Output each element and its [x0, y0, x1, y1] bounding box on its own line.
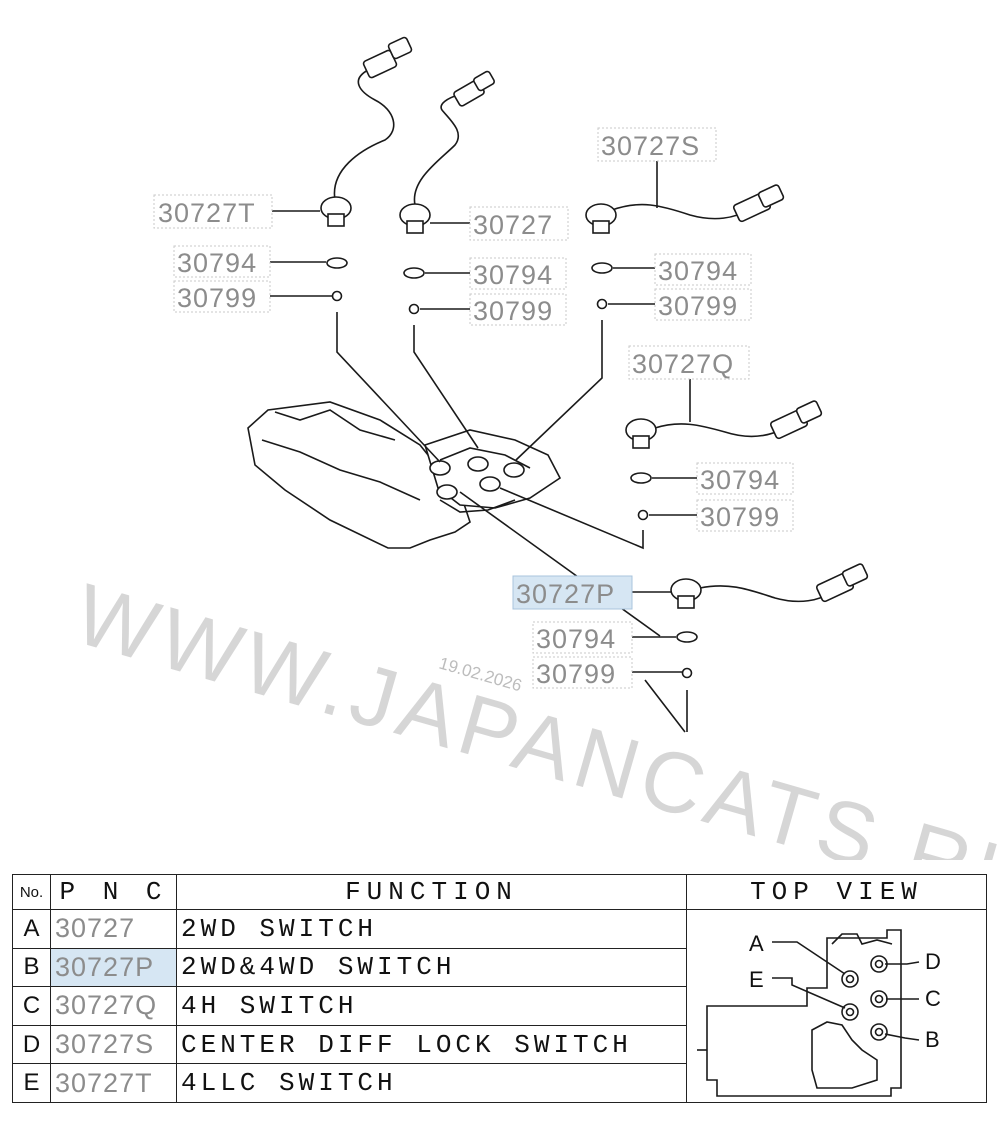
callout-30794-2[interactable]: 30794	[469, 257, 567, 290]
callout-label: 30794	[658, 256, 738, 286]
callout-30727P[interactable]: 30727P	[512, 575, 633, 610]
header-no: No.	[12, 874, 51, 910]
callout-30727S[interactable]: 30727S	[597, 127, 717, 162]
row-no: A	[12, 909, 51, 949]
row-pnc-link[interactable]: 30727T	[50, 1063, 177, 1103]
callout-30794-5[interactable]: 30794	[532, 621, 633, 654]
transfer-case-housing	[247, 401, 562, 549]
table-header-row: No. P N C FUNCTION TOP VIEW	[12, 874, 987, 910]
installation-lines	[336, 312, 688, 733]
parts-diagram: 30727T 30794 30799 30727 30794 30799 307…	[65, 36, 1000, 860]
header-function: FUNCTION	[176, 874, 687, 910]
callout-label: 30794	[177, 248, 257, 278]
table-row: C 30727Q 4H SWITCH	[12, 986, 987, 1026]
top-view-cell: A E D C B	[686, 909, 987, 1103]
row-no: E	[12, 1063, 51, 1103]
row-pnc-link[interactable]: 30727P	[50, 947, 177, 988]
row-function: 2WD SWITCH	[176, 909, 687, 949]
watermark-text: WWW.JAPANCATS.RU	[65, 566, 1000, 860]
callout-label: 30727S	[601, 131, 700, 161]
callout-label: 30799	[177, 283, 257, 313]
callout-label: 30794	[536, 624, 616, 654]
row-function: 4H SWITCH	[176, 986, 687, 1026]
top-view-label-b: B	[925, 1027, 940, 1052]
switch-30727T	[320, 36, 413, 227]
callout-label: 30727	[473, 210, 553, 240]
callout-label: 30794	[473, 260, 553, 290]
callout-label: 30799	[658, 291, 738, 321]
callout-label: 30799	[473, 296, 553, 326]
table-row: D 30727S CENTER DIFF LOCK SWITCH	[12, 1024, 987, 1065]
switch-30727P	[670, 563, 869, 609]
callout-label: 30727Q	[632, 349, 734, 379]
switch-legend-table: No. P N C FUNCTION TOP VIEW A 30727 2WD …	[12, 874, 987, 1103]
table-row: A 30727 2WD SWITCH A E D	[12, 909, 987, 1103]
callout-30727T[interactable]: 30727T	[153, 194, 273, 229]
callout-30799-1[interactable]: 30799	[173, 280, 271, 313]
row-no: B	[12, 947, 51, 988]
header-pnc: P N C	[50, 874, 177, 910]
callout-30799-2[interactable]: 30799	[469, 293, 567, 326]
callout-label: 30799	[700, 502, 780, 532]
table-row: E 30727T 4LLC SWITCH	[12, 1063, 987, 1103]
row-pnc-link[interactable]: 30727	[50, 909, 177, 949]
callout-label: 30727T	[158, 198, 256, 228]
row-no: D	[12, 1024, 51, 1065]
top-view-label-c: C	[925, 986, 941, 1011]
callout-30727Q[interactable]: 30727Q	[628, 345, 750, 380]
callout-30794-4[interactable]: 30794	[696, 462, 794, 495]
row-pnc-link[interactable]: 30727S	[50, 1024, 177, 1065]
steel-balls	[331, 290, 693, 679]
switch-30727	[399, 70, 495, 234]
row-function: 4LLC SWITCH	[176, 1063, 687, 1103]
callout-30799-3[interactable]: 30799	[654, 288, 752, 321]
leader-lines	[270, 160, 697, 673]
switch-30727S	[585, 184, 785, 234]
top-view-diagram: A E D C B	[697, 929, 941, 1097]
o-rings	[326, 257, 698, 643]
switch-30727Q	[625, 400, 823, 449]
row-function: CENTER DIFF LOCK SWITCH	[176, 1024, 687, 1065]
row-no: C	[12, 986, 51, 1026]
callout-30794-1[interactable]: 30794	[173, 245, 271, 278]
row-function: 2WD&4WD SWITCH	[176, 947, 687, 988]
callout-label: 30727P	[516, 579, 615, 609]
row-pnc-link[interactable]: 30727Q	[50, 986, 177, 1026]
callout-30799-4[interactable]: 30799	[696, 499, 794, 532]
header-top-view: TOP VIEW	[686, 874, 987, 910]
callout-30794-3[interactable]: 30794	[654, 253, 752, 286]
table-row: B 30727P 2WD&4WD SWITCH	[12, 947, 987, 988]
callout-30727[interactable]: 30727	[469, 206, 569, 241]
top-view-label-a: A	[749, 931, 764, 956]
callout-label: 30799	[536, 659, 616, 689]
callout-30799-5[interactable]: 30799	[532, 656, 633, 689]
top-view-label-d: D	[925, 949, 941, 974]
top-view-label-e: E	[749, 967, 764, 992]
callout-label: 30794	[700, 465, 780, 495]
